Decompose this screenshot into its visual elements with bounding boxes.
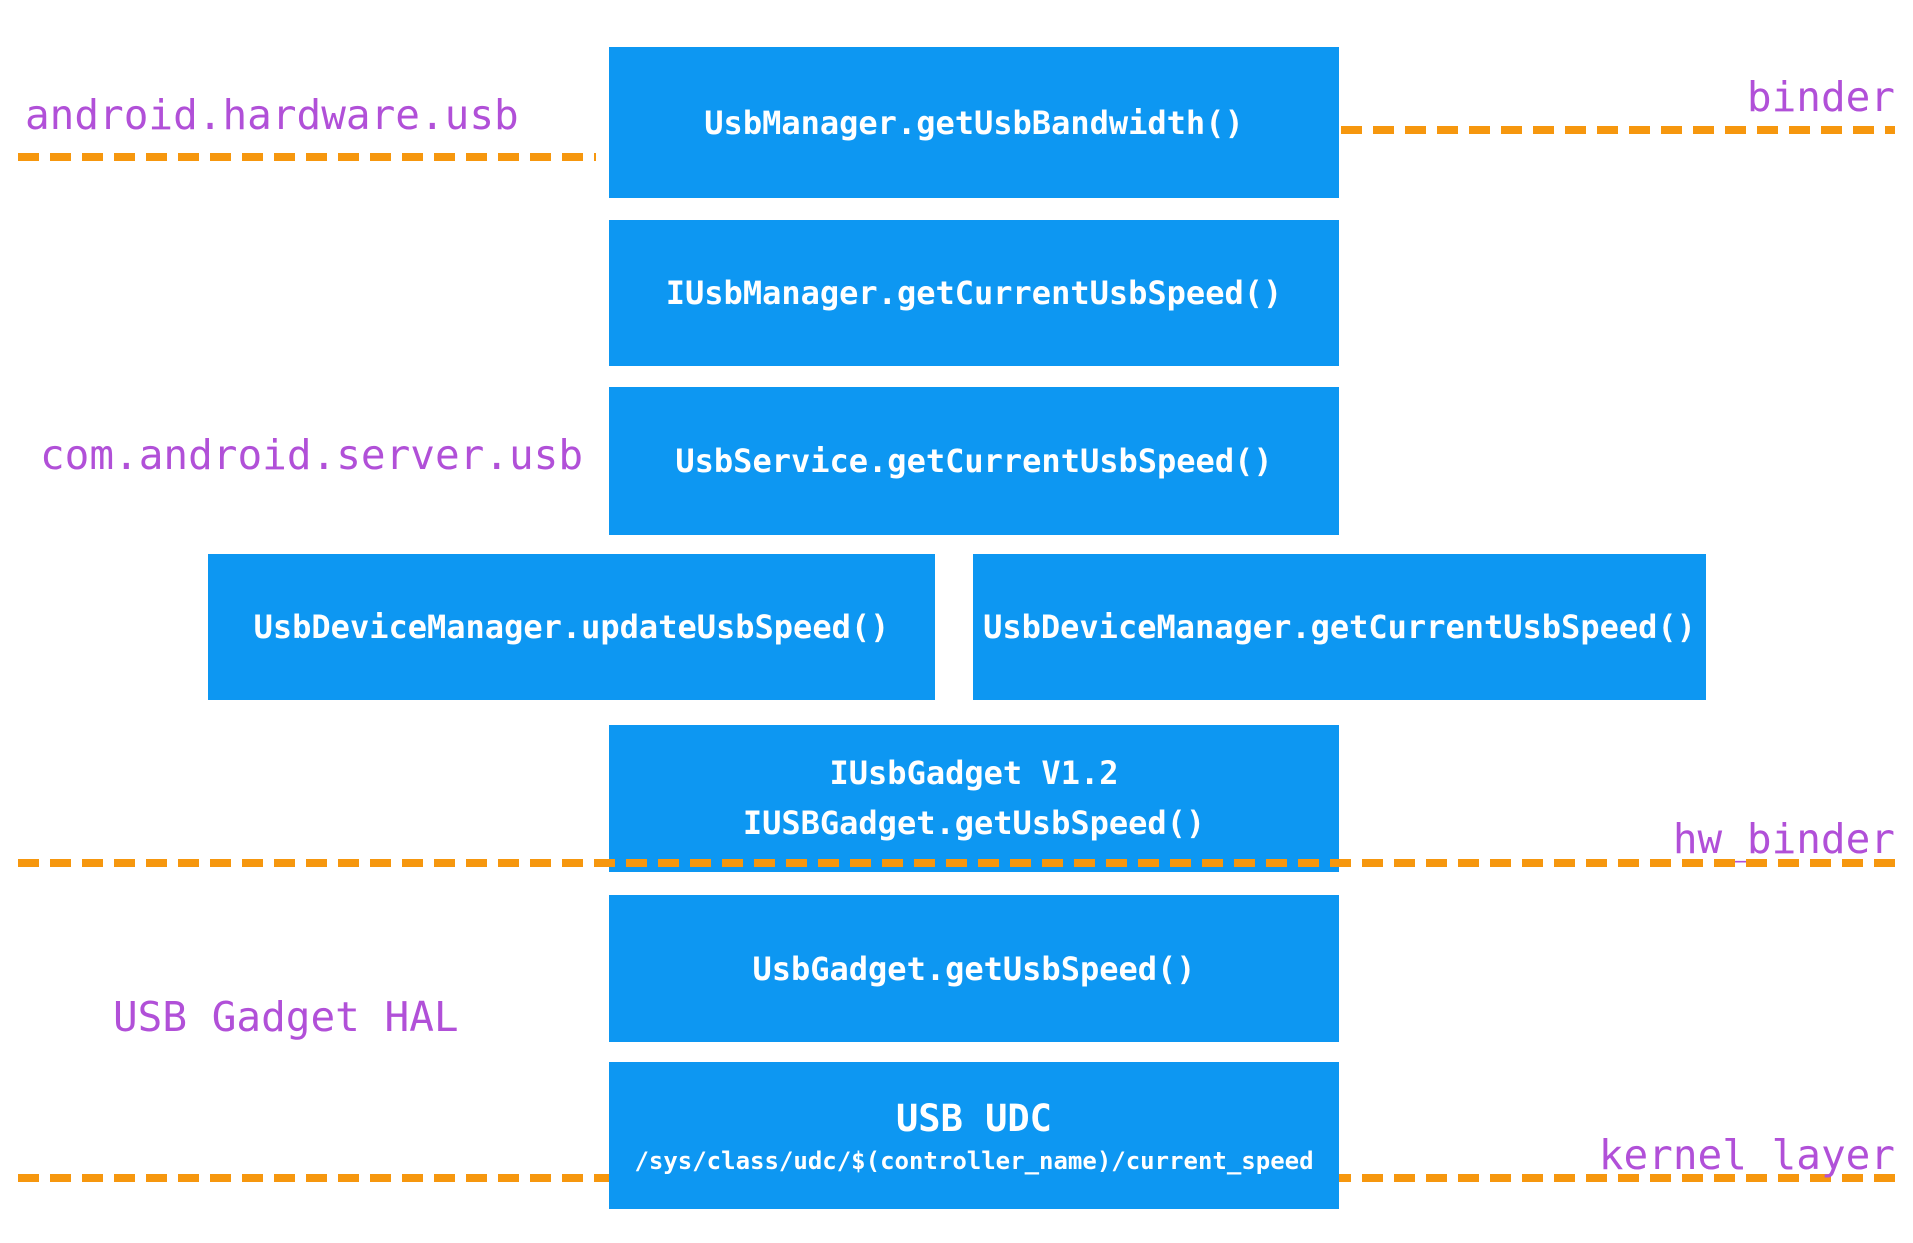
box-usb-udc-sysfs-path: /sys/class/udc/$(controller_name)/curren… <box>634 1146 1314 1175</box>
box-usb-udc-title: USB UDC <box>896 1096 1052 1140</box>
box-udm-update-label: UsbDeviceManager.updateUsbSpeed() <box>253 608 890 646</box>
box-iusbgadget-method-label: IUSBGadget.getUsbSpeed() <box>742 803 1206 842</box>
binder-boundary-line-right <box>1341 126 1895 134</box>
layer-label-com-android-server-usb: com.android.server.usb <box>40 431 584 479</box>
hw-binder-boundary-line <box>18 859 1895 867</box>
box-iusbgadget-version-label: IUsbGadget V1.2 <box>829 753 1119 792</box>
box-udm-get-label: UsbDeviceManager.getCurrentUsbSpeed() <box>983 608 1696 646</box>
box-usbgadget-getusbspeed: UsbGadget.getUsbSpeed() <box>609 895 1339 1042</box>
layer-label-hw-binder: hw_binder <box>1672 815 1895 863</box>
layer-label-usb-gadget-hal: USB Gadget HAL <box>113 993 459 1041</box>
box-iusbmanager-label: IUsbManager.getCurrentUsbSpeed() <box>665 274 1283 312</box>
layer-label-kernel-layer: kernel layer <box>1598 1131 1895 1179</box>
layer-label-android-hardware-usb: android.hardware.usb <box>25 91 519 139</box>
box-usbmanager-getusbbandwidth: UsbManager.getUsbBandwidth() <box>609 47 1339 198</box>
binder-boundary-line-left <box>18 153 596 161</box>
box-iusbmanager-getcurrentusbspeed: IUsbManager.getCurrentUsbSpeed() <box>609 220 1339 366</box>
box-usbgadget-label: UsbGadget.getUsbSpeed() <box>752 949 1196 988</box>
box-usbservice-getcurrentusbspeed: UsbService.getCurrentUsbSpeed() <box>609 387 1339 535</box>
box-usb-udc: USB UDC /sys/class/udc/$(controller_name… <box>609 1062 1339 1209</box>
box-iusbgadget-getusbspeed: IUsbGadget V1.2 IUSBGadget.getUsbSpeed() <box>609 725 1339 872</box>
layer-label-binder: binder <box>1746 73 1895 121</box>
box-usbdevicemanager-updateusbspeed: UsbDeviceManager.updateUsbSpeed() <box>208 554 935 700</box>
box-usbmanager-label: UsbManager.getUsbBandwidth() <box>704 103 1244 142</box>
box-usbdevicemanager-getcurrentusbspeed: UsbDeviceManager.getCurrentUsbSpeed() <box>973 554 1706 700</box>
box-usbservice-label: UsbService.getCurrentUsbSpeed() <box>675 442 1273 480</box>
